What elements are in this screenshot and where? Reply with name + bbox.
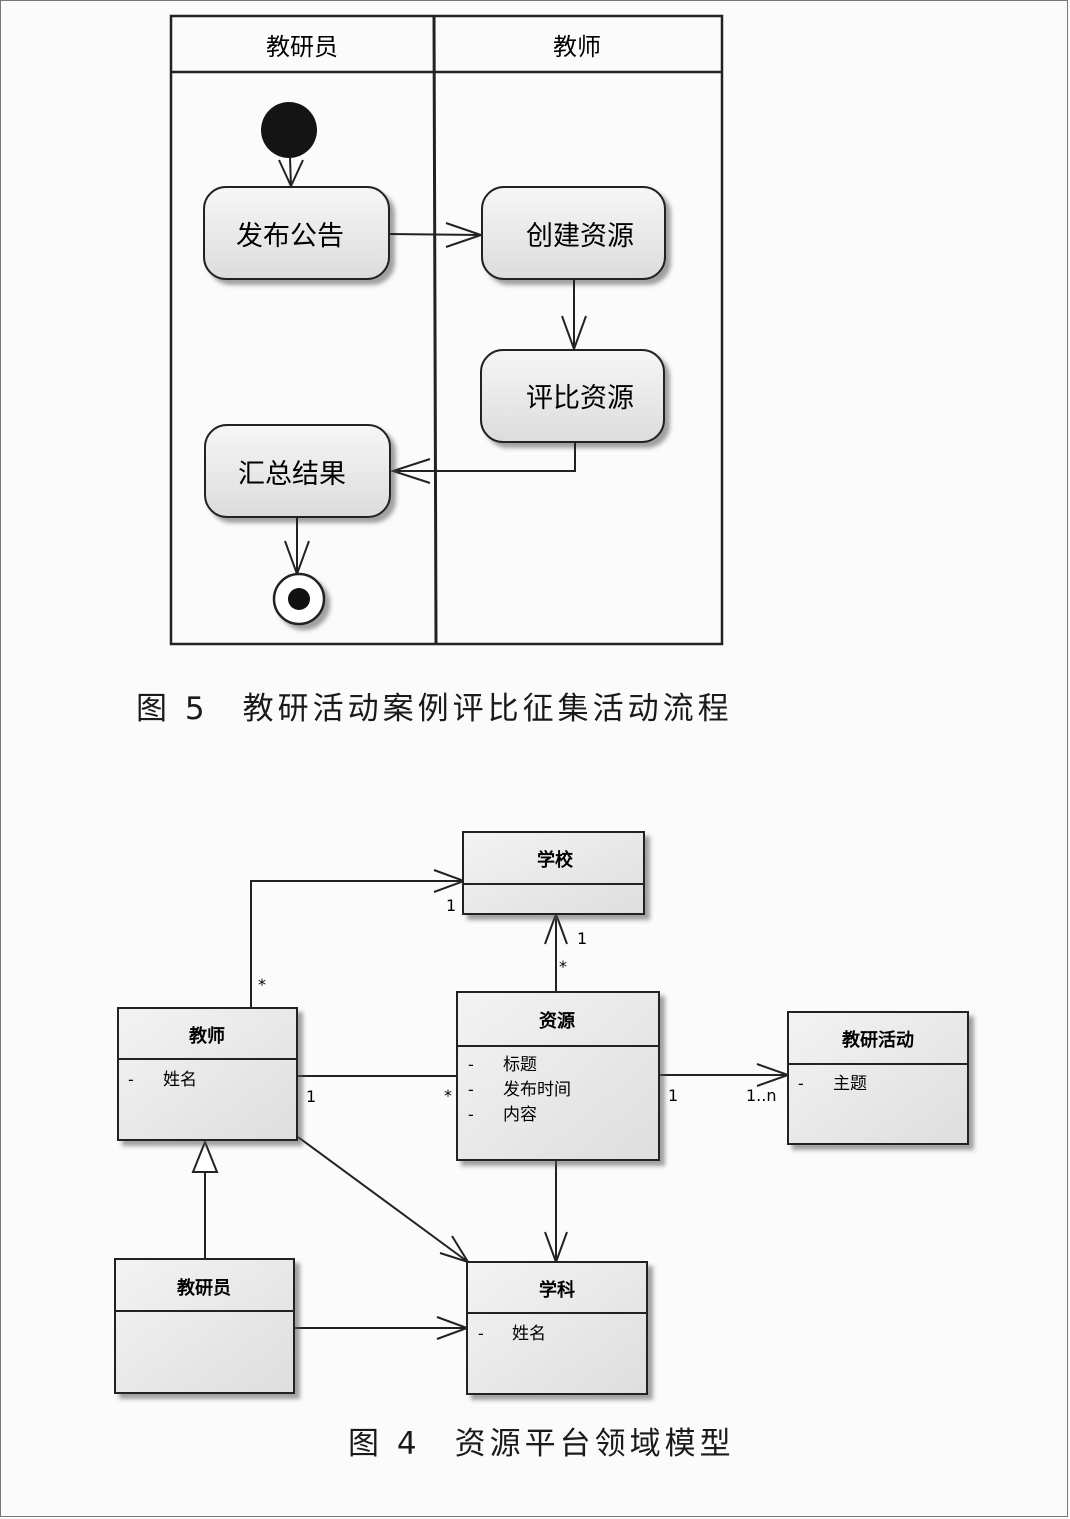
- activity-diagram: 教研员 教师 发布公告 创建资源: [169, 14, 724, 646]
- svg-text:发布公告: 发布公告: [236, 221, 344, 252]
- assoc-resource-school: [544, 911, 568, 992]
- mult-teacher-resource-teacher: 1: [306, 1087, 316, 1106]
- attr-visibility: -: [468, 1055, 474, 1074]
- assoc-researcher-subject: [295, 1316, 470, 1340]
- class-subject: 学科 - 姓名: [466, 1261, 648, 1395]
- mult-teacher-resource-resource: *: [444, 1086, 452, 1105]
- attr-visibility: -: [128, 1070, 134, 1089]
- class-name: 教研员: [177, 1277, 231, 1299]
- svg-text:创建资源: 创建资源: [526, 221, 634, 252]
- class-resource: 资源 - 标题 - 发布时间 - 内容: [456, 991, 660, 1161]
- attr-name: 姓名: [512, 1324, 546, 1344]
- activity-summarize: 汇总结果: [204, 424, 391, 518]
- class-diagram: 学校 教师 - 姓名 资源 - 标题 - 发布时间 - 内容 教研活动 -: [114, 831, 969, 1395]
- generalization-researcher-teacher: [191, 1139, 219, 1258]
- mult-resource-school-resource: *: [559, 957, 567, 976]
- final-node: [272, 572, 326, 626]
- lane-title-researcher: 教研员: [266, 33, 338, 61]
- class-name: 资源: [539, 1010, 575, 1032]
- initial-node: [261, 102, 317, 158]
- attr-visibility: -: [468, 1105, 474, 1124]
- class-school: 学校: [462, 831, 645, 915]
- mult-resource-activity-resource: 1: [668, 1086, 678, 1105]
- attr-visibility: -: [468, 1080, 474, 1099]
- flow-create-to-evaluate: [561, 279, 587, 352]
- svg-text:评比资源: 评比资源: [526, 383, 634, 414]
- lane-title-teacher: 教师: [553, 33, 601, 61]
- class-name: 教师: [189, 1025, 225, 1047]
- flow-evaluate-to-summarize: [389, 442, 576, 484]
- figure4-caption: 图 4 资源平台领域模型: [348, 1418, 735, 1463]
- activity-evaluate: 评比资源: [480, 349, 665, 443]
- class-teacher: 教师 - 姓名: [117, 1007, 298, 1141]
- caption-text: 资源平台领域模型: [454, 1426, 735, 1462]
- mult-resource-activity-activity: 1..n: [746, 1086, 777, 1105]
- attr-name: 标题: [503, 1055, 537, 1075]
- mult-teacher-school-school: 1: [446, 896, 456, 915]
- mult-resource-school-school: 1: [577, 929, 587, 948]
- class-research-activity: 教研活动 - 主题: [787, 1011, 969, 1145]
- class-name: 教研活动: [842, 1029, 914, 1051]
- class-name: 学校: [537, 849, 574, 871]
- attr-name: 姓名: [163, 1070, 197, 1090]
- flow-start-to-publish: [278, 157, 304, 189]
- assoc-resource-subject: [544, 1161, 568, 1265]
- figure5-caption: 图 5 教研活动案例评比征集活动流程: [136, 683, 733, 728]
- caption-text: 教研活动案例评比征集活动流程: [242, 691, 733, 727]
- attr-visibility: -: [798, 1074, 804, 1093]
- class-researcher: 教研员: [114, 1258, 295, 1394]
- attr-name: 发布时间: [503, 1080, 571, 1100]
- attr-name: 内容: [503, 1105, 537, 1125]
- svg-text:汇总结果: 汇总结果: [238, 459, 346, 490]
- assoc-teacher-subject: [297, 1136, 471, 1264]
- caption-number: 图 4: [348, 1426, 421, 1462]
- swimlane-frame: [169, 14, 724, 646]
- assoc-teacher-school: [250, 869, 467, 1007]
- attr-name: 主题: [833, 1074, 867, 1094]
- assoc-resource-activity: [660, 1063, 791, 1087]
- activity-publish: 发布公告: [203, 186, 390, 280]
- caption-number: 图 5: [136, 691, 209, 727]
- mult-teacher-school-teacher: *: [258, 975, 266, 994]
- attr-visibility: -: [478, 1324, 484, 1343]
- class-name: 学科: [539, 1279, 575, 1301]
- activity-create: 创建资源: [481, 186, 666, 280]
- flow-summarize-to-final: [284, 517, 310, 577]
